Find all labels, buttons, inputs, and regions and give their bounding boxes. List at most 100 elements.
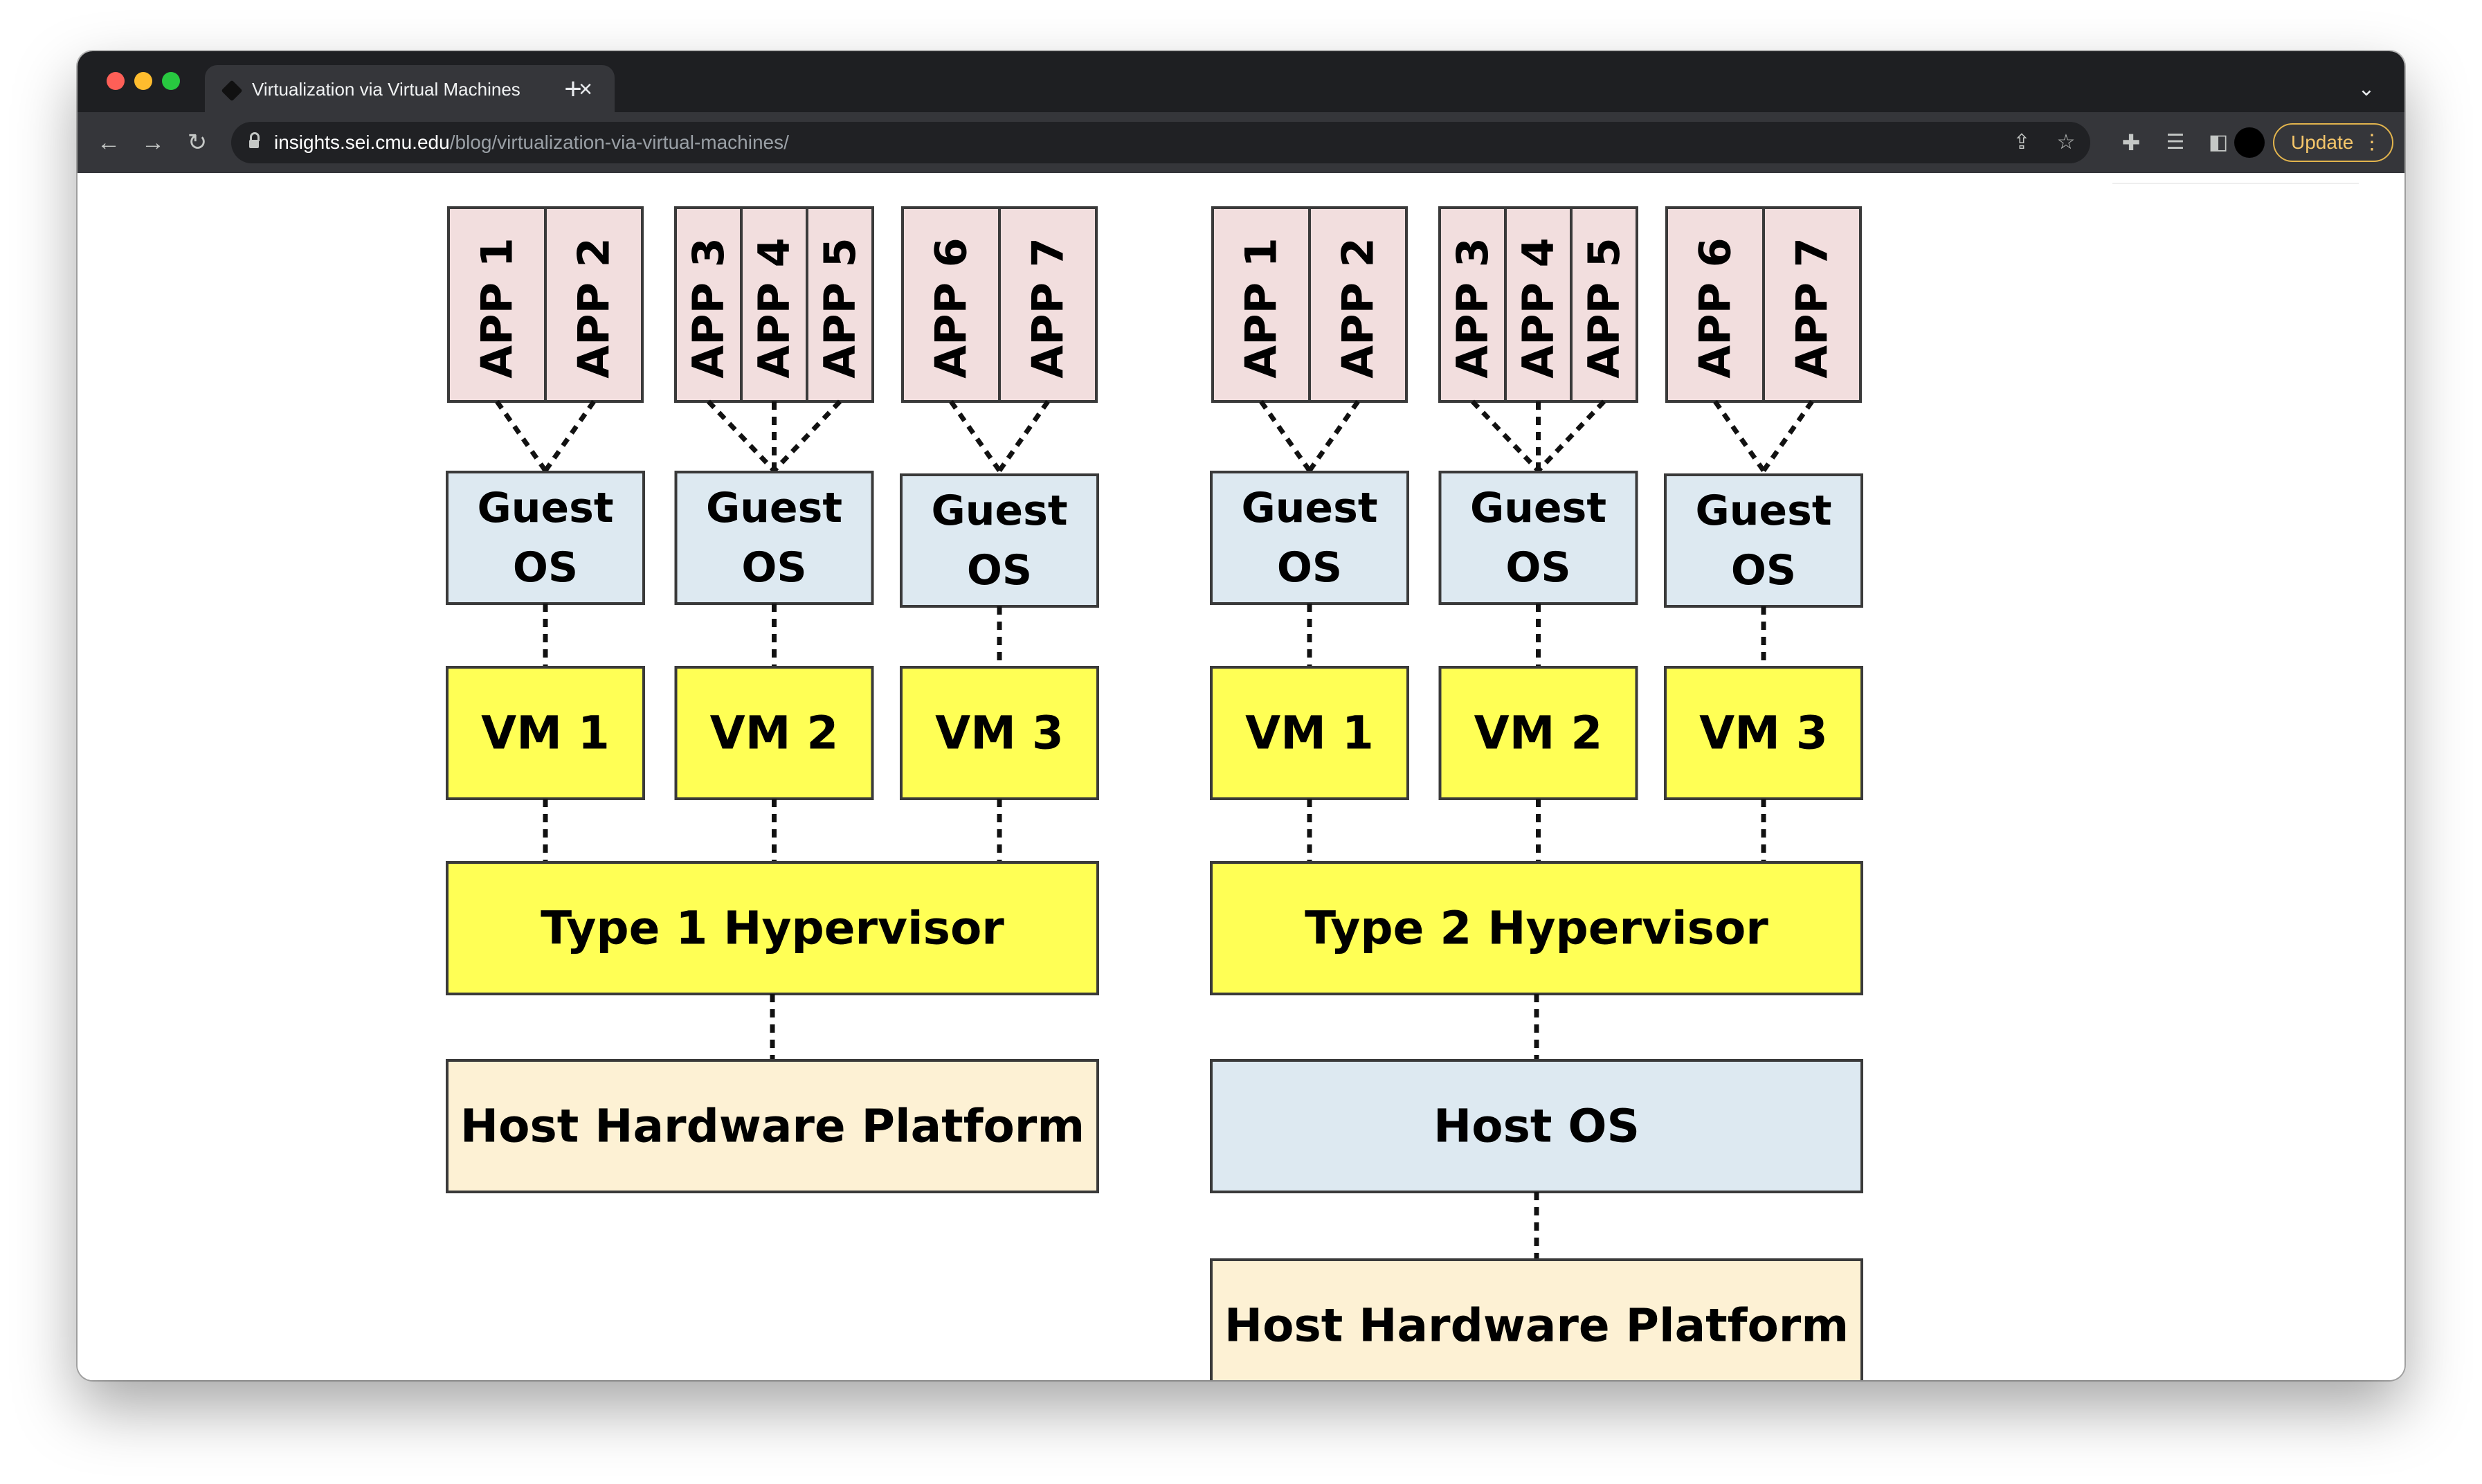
app-label: APP 1 [1236,237,1287,379]
app-connector [1536,399,1606,473]
app-connector [495,399,547,473]
type1-hardware-label: Host Hardware Platform [460,1100,1085,1153]
app-connector [772,399,842,473]
virtualization-diagram: APP 1 APP 2 APP 3 APP 4 APP 5 APP 6 APP 7 Guest… [446,206,1863,1380]
vm-label: VM 1 [1245,707,1374,760]
app-label: APP 1 [472,237,523,379]
guest-os-box [1438,471,1638,605]
app-label: APP 3 [1447,237,1498,379]
app-label: APP 7 [1787,237,1838,379]
guest-os-box [1210,471,1409,605]
browser-window: Virtualization via Virtual Machines × + … [78,51,2404,1380]
tab-title: Virtualization via Virtual Machines [252,79,520,100]
app-label: APP 2 [569,237,619,379]
type2-hypervisor-box [1210,861,1863,995]
guest-os-label: Guest [1241,484,1377,532]
app-label: APP 6 [926,237,977,379]
vm-label: VM 1 [481,707,610,760]
type2-host-os-label: Host OS [1433,1100,1640,1153]
guest-os-box [674,471,874,605]
app-box [806,206,874,403]
url-path: /blog/virtualization-via-virtual-machine… [449,132,789,153]
guest-os-label: Guest [931,487,1067,535]
app-box [1308,206,1408,403]
app-box [447,206,547,403]
app-label: APP 5 [1579,237,1629,379]
site-favicon-icon [221,80,243,102]
zoom-window-button[interactable] [162,72,180,90]
type2-hardware-label: Host Hardware Platform [1224,1299,1849,1352]
close-window-button[interactable] [107,72,125,90]
app-label: APP 6 [1690,237,1741,379]
guest-os-box [900,473,1099,608]
vm-box [446,666,645,800]
page-content: APP 1 APP 2 APP 3 APP 4 APP 5 APP 6 APP 7 Guest… [78,173,2404,1380]
active-tab[interactable]: Virtualization via Virtual Machines × [205,65,615,114]
back-arrow-icon[interactable]: ← [97,129,120,156]
guest-os-label: Guest [477,484,613,532]
profile-avatar-icon[interactable] [2234,127,2265,158]
app-connector [1307,399,1360,473]
guest-os-label: OS [513,543,578,592]
guest-os-label: Guest [1470,484,1606,532]
forward-arrow-icon[interactable]: → [141,129,165,156]
app-connector [1259,399,1312,473]
tab-close-icon[interactable]: × [579,76,592,102]
guest-os-label: OS [967,546,1032,595]
vm-label: VM 2 [710,707,839,760]
vm-label: VM 3 [1699,707,1828,760]
guest-os-box [446,471,645,605]
type2-hardware-box [1210,1258,1863,1380]
vm-label: VM 2 [1474,707,1603,760]
new-tab-button[interactable]: + [564,72,582,106]
url-host: insights.sei.cmu.edu [274,132,450,153]
app-label: APP 5 [815,237,865,379]
tab-search-chevron-down-icon[interactable]: ⌄ [2357,78,2375,100]
browser-toolbar: ← → ↻ insights.sei.cmu.edu/blog/virtuali… [78,112,2404,173]
guest-os-label: OS [741,543,806,592]
guest-os-label: OS [1505,543,1570,592]
type1-hardware-box [446,1059,1099,1193]
app-box [998,206,1098,403]
type2-hypervisor-label: Type 2 Hypervisor [1305,902,1768,955]
kebab-menu-icon[interactable]: ⋮ [2362,131,2382,154]
media-queue-icon[interactable]: ☰ [2166,131,2185,154]
app-box [1570,206,1638,403]
bookmark-star-icon[interactable]: ☆ [2056,131,2076,154]
app-label: APP 3 [683,237,734,379]
app-connector [949,399,1002,473]
app-label: APP 4 [1513,237,1564,379]
app-box [1211,206,1311,403]
app-label: APP 4 [749,237,799,379]
app-connector [1761,399,1814,473]
app-connector [706,399,777,473]
title-bar: Virtualization via Virtual Machines × + … [78,51,2404,114]
vm-label: VM 3 [935,707,1064,760]
page-edge-divider [2112,173,2359,184]
guest-os-label: Guest [706,484,842,532]
app-label: APP 2 [1333,237,1384,379]
guest-os-label: Guest [1695,487,1831,535]
type1-hypervisor-label: Type 1 Hypervisor [541,902,1004,955]
share-icon[interactable]: ⇪ [2013,131,2031,154]
update-button[interactable]: Update ⋮ [2273,123,2393,162]
type1-hypervisor-box [446,861,1099,995]
vm-box [1210,666,1409,800]
vm-box [900,666,1099,800]
update-label: Update [2291,132,2354,153]
app-label: APP 7 [1023,237,1074,379]
vm-box [674,666,874,800]
guest-os-label: OS [1731,546,1796,595]
extensions-puzzle-icon[interactable]: ✚ [2121,130,2141,155]
address-bar[interactable]: insights.sei.cmu.edu/blog/virtualization… [231,122,2090,163]
side-panel-icon[interactable]: ◧ [2208,131,2229,154]
guest-os-label: OS [1277,543,1342,592]
app-connector [543,399,596,473]
reload-icon[interactable]: ↻ [187,129,208,156]
minimize-window-button[interactable] [134,72,152,90]
app-connector [1713,399,1766,473]
url-text[interactable]: insights.sei.cmu.edu/blog/virtualization… [274,122,789,163]
app-connector [1470,399,1541,473]
app-connector [997,399,1050,473]
lock-icon[interactable] [249,132,260,148]
